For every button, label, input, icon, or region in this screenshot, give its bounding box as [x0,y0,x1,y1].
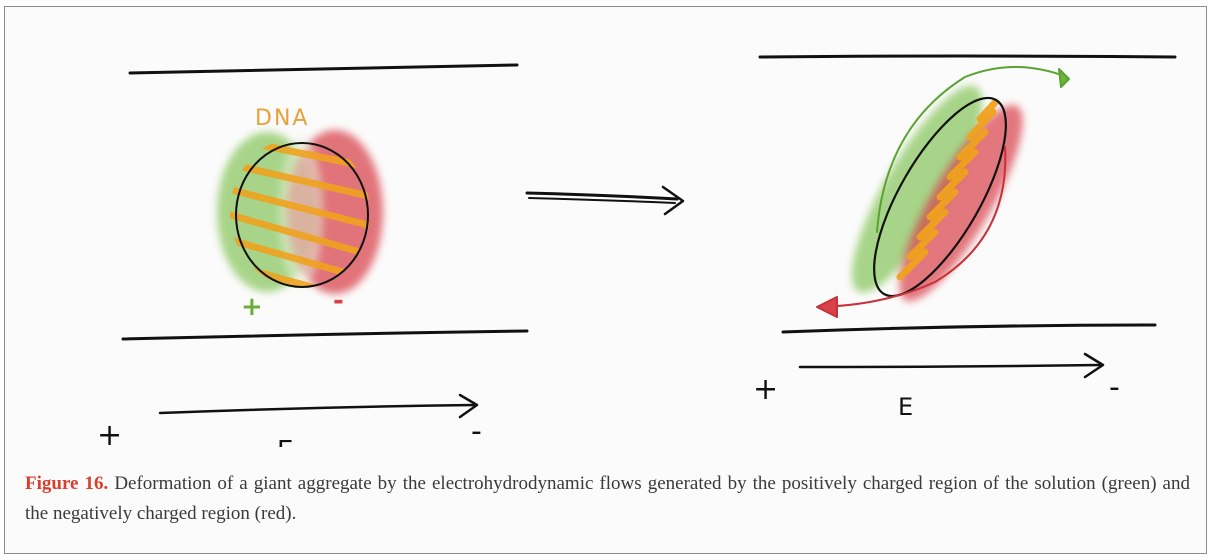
right-bottom-plate [781,323,1157,334]
right-field-arrow [798,363,1102,369]
left-bottom-plate [121,329,529,341]
left-aggregate [217,130,383,294]
left-field-arrow [158,403,477,415]
right-green-region [851,85,983,293]
green-flow-arrowhead [1058,68,1070,88]
right-top-plate [758,54,1177,59]
left-field-label: E [277,436,293,447]
left-minus-electrode: - [471,414,482,447]
green-flow-arrow [876,66,1068,233]
left-top-plate [128,63,519,75]
right-red-region [899,104,1023,302]
red-flow-arrowhead [816,296,838,318]
dna-label: DNA [255,106,309,131]
red-flow-arrow [819,146,1007,308]
right-plus-electrode: + [753,372,778,407]
figure-frame: DNA + - + [4,6,1207,554]
right-minus-electrode: - [1109,370,1120,405]
transition-arrow [525,185,685,216]
left-plus-electrode: + [97,418,122,447]
left-plus-region-sign: + [241,292,263,322]
figure-caption-text: Deformation of a giant aggregate by the … [25,473,1190,524]
right-panel: + - E [753,54,1177,421]
figure-label: Figure 16. [25,473,109,494]
figure-drawing: DNA + - + [97,54,1177,447]
figure-caption: Figure 16. Deformation of a giant aggreg… [25,469,1190,529]
left-minus-region-sign: - [333,286,344,316]
right-aggregate-outline [873,96,1007,298]
left-aggregate-outline [235,142,369,288]
right-field-label: E [898,393,913,421]
left-panel: DNA + - + [97,63,529,447]
right-aggregate [851,85,1023,302]
